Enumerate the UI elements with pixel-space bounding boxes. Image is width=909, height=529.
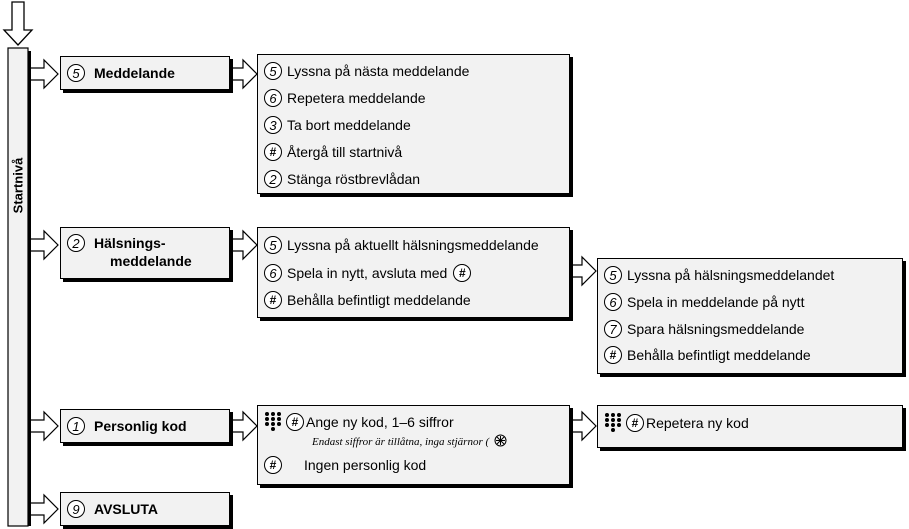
repeat-code-box: # Repetera ny kod	[597, 405, 903, 448]
hash-key-icon: #	[626, 414, 644, 432]
pin-options-box: # Ange ny kod, 1–6 siffror Endast siffro…	[257, 405, 570, 485]
key-icon: 5	[604, 266, 622, 284]
key-icon: 6	[264, 264, 282, 282]
key-icon: 2	[264, 170, 282, 188]
option-label: Spela in meddelande på nytt	[627, 294, 805, 310]
menu-message-title: Meddelande	[94, 65, 175, 81]
pin-note-text: Endast siffror är tillåtna, inga stjärno…	[312, 436, 490, 448]
option-label: Lyssna på aktuellt hälsningsmeddelande	[287, 237, 539, 253]
key-1-icon: 1	[67, 417, 85, 435]
option-label: Spara hälsningsmeddelande	[627, 321, 805, 337]
enter-code-label: Ange ny kod, 1–6 siffror	[306, 414, 454, 430]
option-label: Behålla befintligt meddelande	[287, 292, 471, 308]
menu-pin-title: Personlig kod	[94, 418, 187, 434]
arrow-pin-options	[233, 410, 258, 442]
arrow-record-options	[572, 255, 597, 287]
hash-key-icon: #	[604, 346, 622, 364]
list-item: 5 Lyssna på nästa meddelande	[264, 60, 469, 82]
keypad-icon	[265, 412, 281, 431]
key-icon: 7	[604, 320, 622, 338]
arrow-message-options	[233, 58, 258, 90]
list-item: # Repetera ny kod	[604, 412, 749, 434]
arrow-repeat-code	[572, 410, 597, 442]
message-options-box: 5 Lyssna på nästa meddelande 6 Repetera …	[257, 54, 570, 194]
menu-greeting-title-1: Hälsnings-	[94, 235, 166, 251]
pin-note: Endast siffror är tillåtna, inga stjärno…	[312, 432, 507, 450]
list-item: # Ange ny kod, 1–6 siffror	[264, 411, 454, 433]
key-2-icon: 2	[67, 234, 85, 252]
list-item: # Behålla befintligt meddelande	[604, 344, 811, 366]
menu-message-box: 5 Meddelande	[60, 56, 230, 90]
list-item: 6 Spela in meddelande på nytt	[604, 291, 804, 313]
menu-pin-box: 1 Personlig kod	[60, 409, 230, 443]
key-icon: 6	[604, 293, 622, 311]
branch-arrow-greeting	[31, 229, 59, 261]
list-item: 6 Spela in nytt, avsluta med #	[264, 262, 476, 284]
branch-arrow-pin	[31, 410, 59, 442]
menu-exit-title: AVSLUTA	[94, 501, 159, 517]
star-forbidden-icon	[494, 434, 507, 447]
menu-exit-box: 9 AVSLUTA	[60, 492, 230, 526]
list-item: 2 Stänga röstbrevlådan	[264, 168, 420, 190]
repeat-code-label: Repetera ny kod	[646, 415, 749, 431]
arrow-greeting-options	[233, 229, 258, 261]
branch-arrow-exit	[31, 493, 59, 525]
key-icon: 6	[264, 89, 282, 107]
no-code-label: Ingen personlig kod	[304, 457, 427, 473]
keypad-icon	[605, 413, 621, 432]
option-label: Lyssna på nästa meddelande	[287, 63, 470, 79]
menu-greeting-title-2: meddelande	[110, 253, 192, 269]
hash-key-icon: #	[286, 413, 304, 431]
option-label: Stänga röstbrevlådan	[287, 171, 421, 187]
start-level-bar	[7, 47, 29, 527]
hash-key-icon: #	[264, 291, 282, 309]
greeting-options-box: 5 Lyssna på aktuellt hälsningsmeddelande…	[257, 227, 570, 318]
start-level-label: Startnivå	[10, 157, 26, 214]
list-item: # Återgå till startnivå	[264, 141, 402, 163]
list-item: 5 Lyssna på aktuellt hälsningsmeddelande	[264, 234, 539, 256]
list-item: 7 Spara hälsningsmeddelande	[604, 318, 804, 340]
entry-arrow	[2, 1, 34, 46]
list-item: 5 Lyssna på hälsningsmeddelandet	[604, 264, 834, 286]
key-5-icon: 5	[67, 64, 85, 82]
hash-key-icon: #	[264, 456, 282, 474]
option-label: Ta bort meddelande	[287, 117, 411, 133]
key-icon: 3	[264, 116, 282, 134]
menu-greeting-box: 2 Hälsnings- meddelande	[60, 227, 230, 279]
option-label: Behålla befintligt meddelande	[627, 347, 811, 363]
hash-key-icon: #	[453, 264, 472, 282]
list-item: 3 Ta bort meddelande	[264, 114, 411, 136]
option-label: Lyssna på hälsningsmeddelandet	[627, 267, 835, 283]
list-item: # Ingen personlig kod	[264, 454, 426, 476]
hash-key-icon: #	[264, 143, 282, 161]
key-9-icon: 9	[67, 500, 85, 518]
option-label: Återgå till startnivå	[287, 144, 403, 160]
key-icon: 5	[264, 236, 282, 254]
option-label: Repetera meddelande	[287, 90, 426, 106]
key-icon: 5	[264, 62, 282, 80]
list-item: # Behålla befintligt meddelande	[264, 289, 471, 311]
record-options-box: 5 Lyssna på hälsningsmeddelandet 6 Spela…	[597, 258, 903, 374]
list-item: 6 Repetera meddelande	[264, 87, 426, 109]
branch-arrow-message	[31, 58, 59, 90]
option-label: Spela in nytt, avsluta med	[287, 265, 448, 281]
